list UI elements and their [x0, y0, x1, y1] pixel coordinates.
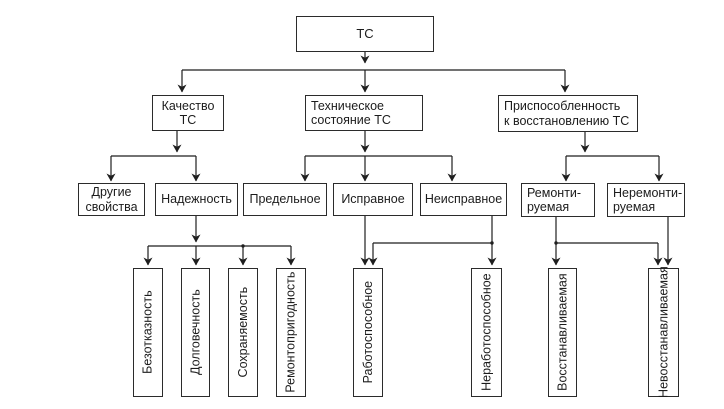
node-other-properties: Другие свойства	[78, 183, 145, 216]
node-storability-label: Сохраняемость	[235, 287, 250, 378]
node-quality: Качество ТС	[152, 95, 224, 131]
node-non-repairable-label: Неремонти- руемая	[613, 185, 683, 214]
node-restorability: Приспособленность к восстановлению ТС	[498, 95, 638, 132]
node-limit-state: Предельное	[243, 183, 327, 216]
node-non-recoverable: Невосстанавливаемая	[648, 266, 679, 399]
node-quality-label: Качество ТС	[161, 98, 215, 127]
node-operable: Исправное	[333, 183, 413, 216]
node-restorability-label: Приспособленность к восстановлению ТС	[504, 99, 630, 128]
node-durability: Долговечность	[181, 268, 210, 397]
node-root-label: ТС	[356, 25, 374, 41]
node-workable-label: Работоспособное	[360, 281, 375, 384]
node-failsafe-label: Безотказность	[140, 290, 155, 375]
node-recoverable-label: Восстанавливаемая	[555, 273, 570, 392]
node-operable-label: Исправное	[341, 192, 405, 207]
node-reliability-label: Надежность	[161, 192, 232, 207]
node-faulty: Неисправное	[420, 183, 507, 216]
node-repairable-label: Ремонти- руемая	[527, 185, 582, 214]
node-non-recoverable-label: Невосстанавливаемая	[656, 266, 671, 399]
node-reliability: Надежность	[155, 183, 238, 216]
node-durability-label: Долговечность	[188, 289, 203, 376]
node-tech-state: Техническое состояние ТС	[305, 95, 423, 131]
node-non-repairable: Неремонти- руемая	[607, 183, 685, 217]
node-non-workable: Неработоспособное	[471, 268, 502, 397]
node-other-properties-label: Другие свойства	[85, 185, 138, 214]
node-recoverable: Восстанавливаемая	[548, 268, 577, 397]
node-failsafe: Безотказность	[133, 268, 163, 397]
node-maintainability: Ремонтопригодность	[276, 268, 306, 397]
node-non-workable-label: Неработоспособное	[479, 273, 494, 392]
node-maintainability-label: Ремонтопригодность	[283, 271, 298, 394]
node-repairable: Ремонти- руемая	[521, 183, 595, 217]
node-faulty-label: Неисправное	[424, 192, 503, 207]
node-workable: Работоспособное	[353, 268, 383, 397]
node-limit-state-label: Предельное	[249, 192, 321, 207]
node-tech-state-label: Техническое состояние ТС	[311, 98, 391, 127]
node-storability: Сохраняемость	[228, 268, 258, 397]
node-root: ТС	[296, 16, 434, 52]
edge-group	[106, 52, 673, 266]
junction-dots	[241, 241, 558, 248]
